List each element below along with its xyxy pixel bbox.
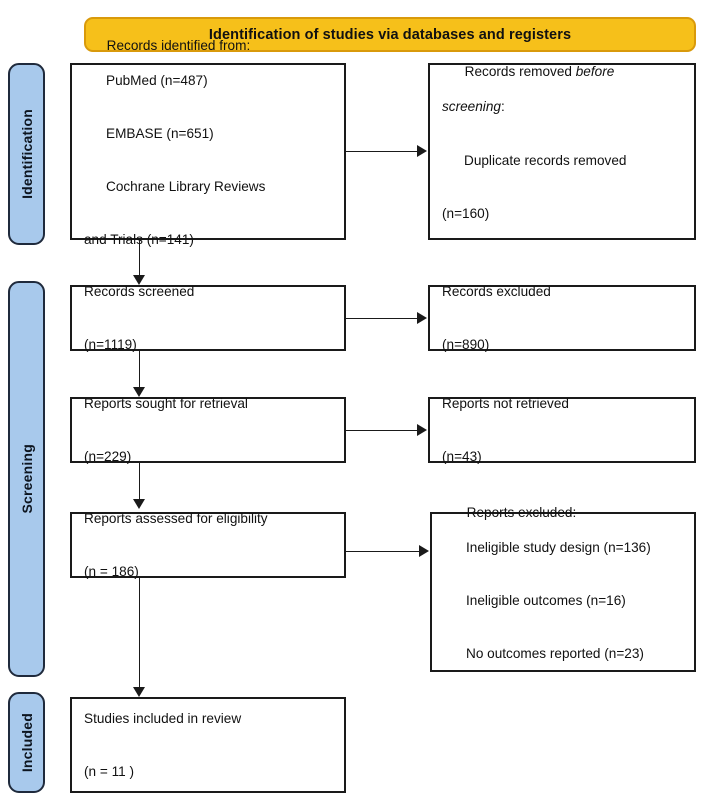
studies-included-line2: (n = 11 ) <box>84 763 134 779</box>
connector-sought-to-not-retrieved <box>346 430 418 431</box>
reports-excluded-item-2: No outcomes reported (n=23) <box>466 646 644 662</box>
stage-tab-identification: Identification <box>8 63 45 245</box>
arrow-sought-to-assessed <box>133 499 145 509</box>
box-records-removed-text: Records removed before screening: Duplic… <box>430 45 626 257</box>
records-removed-line2-plain: : <box>500 99 505 115</box>
box-reports-sought: Reports sought for retrieval (n=229) <box>70 396 346 464</box>
arrow-identified-to-removed <box>417 145 427 157</box>
records-screened-line2: (n=1119) <box>84 336 137 352</box>
records-identified-item-0: PubMed (n=487) <box>106 72 208 88</box>
records-screened-line1: Records screened <box>84 283 195 299</box>
box-records-excluded: Records excluded (n=890) <box>428 284 696 352</box>
box-records-identified-text: Records identified from: PubMed (n=487) … <box>72 19 265 284</box>
stage-tab-screening: Screening <box>8 281 45 677</box>
reports-assessed-line1: Reports assessed for eligibility <box>84 510 268 526</box>
records-identified-item-1: EMBASE (n=651) <box>106 126 214 141</box>
studies-included-line1: Studies included in review <box>84 710 242 726</box>
records-identified-continuation: and Trials (n=141) <box>84 232 194 248</box>
connector-assessed-to-included <box>139 578 140 691</box>
records-removed-item-0: Duplicate records removed <box>464 152 627 168</box>
records-removed-line1-plain: Records removed <box>464 64 576 80</box>
records-excluded-line1: Records excluded <box>442 283 551 299</box>
reports-excluded-heading: Reports excluded: <box>466 504 577 520</box>
arrow-screened-to-sought <box>133 387 145 397</box>
stage-label-included: Included <box>18 712 35 773</box>
banner-identification-header: Identification of studies via databases … <box>84 17 696 52</box>
reports-assessed-line2: (n = 186) <box>84 563 139 579</box>
records-removed-line2-italic: screening <box>442 99 501 115</box>
reports-sought-line1: Reports sought for retrieval <box>84 395 248 411</box>
arrow-sought-to-not-retrieved <box>417 424 427 436</box>
box-studies-included-text: Studies included in review (n = 11 ) <box>72 674 241 808</box>
box-reports-assessed: Reports assessed for eligibility (n = 18… <box>70 511 346 579</box>
records-removed-line1-italic: before <box>575 64 615 80</box>
records-identified-item-2: Cochrane Library Reviews <box>106 179 266 195</box>
arrow-assessed-to-included <box>133 687 145 697</box>
banner-title: Identification of studies via databases … <box>208 26 572 43</box>
stage-label-screening: Screening <box>18 444 35 514</box>
stage-tab-included: Included <box>8 692 45 793</box>
stage-label-identification: Identification <box>18 109 35 199</box>
connector-sought-to-assessed <box>139 463 140 503</box>
records-removed-line1: Records removed before <box>465 64 615 79</box>
records-excluded-line2: (n=890) <box>442 336 490 352</box>
records-removed-item-1: (n=160) <box>442 205 490 221</box>
box-records-removed: Records removed before screening: Duplic… <box>428 63 696 240</box>
box-records-excluded-text: Records excluded (n=890) <box>430 247 551 388</box>
box-reports-excluded-text: Reports excluded: Ineligible study desig… <box>432 486 651 698</box>
connector-identified-to-removed <box>346 151 418 152</box>
reports-not-retrieved-line1: Reports not retrieved <box>442 395 569 411</box>
connector-screened-to-excluded <box>346 318 418 319</box>
box-records-screened: Records screened (n=1119) <box>70 284 346 352</box>
arrow-assessed-to-excluded <box>419 545 429 557</box>
records-identified-heading: Records identified from: <box>106 37 251 53</box>
box-reports-excluded: Reports excluded: Ineligible study desig… <box>430 505 696 672</box>
box-studies-included: Studies included in review (n = 11 ) <box>70 697 346 793</box>
records-removed-line2: screening: <box>442 98 626 116</box>
box-reports-assessed-text: Reports assessed for eligibility (n = 18… <box>72 474 268 615</box>
connector-identified-to-screened <box>139 240 140 279</box>
box-reports-not-retrieved: Reports not retrieved (n=43) <box>428 396 696 464</box>
reports-excluded-item-1: Ineligible outcomes (n=16) <box>466 593 626 608</box>
reports-sought-line2: (n=229) <box>84 448 132 464</box>
arrow-identified-to-screened <box>133 275 145 285</box>
reports-excluded-item-0: Ineligible study design (n=136) <box>466 539 651 555</box>
connector-assessed-to-excluded <box>346 551 420 552</box>
box-reports-not-retrieved-text: Reports not retrieved (n=43) <box>430 359 569 500</box>
reports-not-retrieved-line2: (n=43) <box>442 448 482 464</box>
box-reports-sought-text: Reports sought for retrieval (n=229) <box>72 359 248 500</box>
connector-screened-to-sought <box>139 351 140 391</box>
box-records-identified: Records identified from: PubMed (n=487) … <box>70 38 346 247</box>
box-records-screened-text: Records screened (n=1119) <box>72 247 194 388</box>
arrow-screened-to-excluded <box>417 312 427 324</box>
